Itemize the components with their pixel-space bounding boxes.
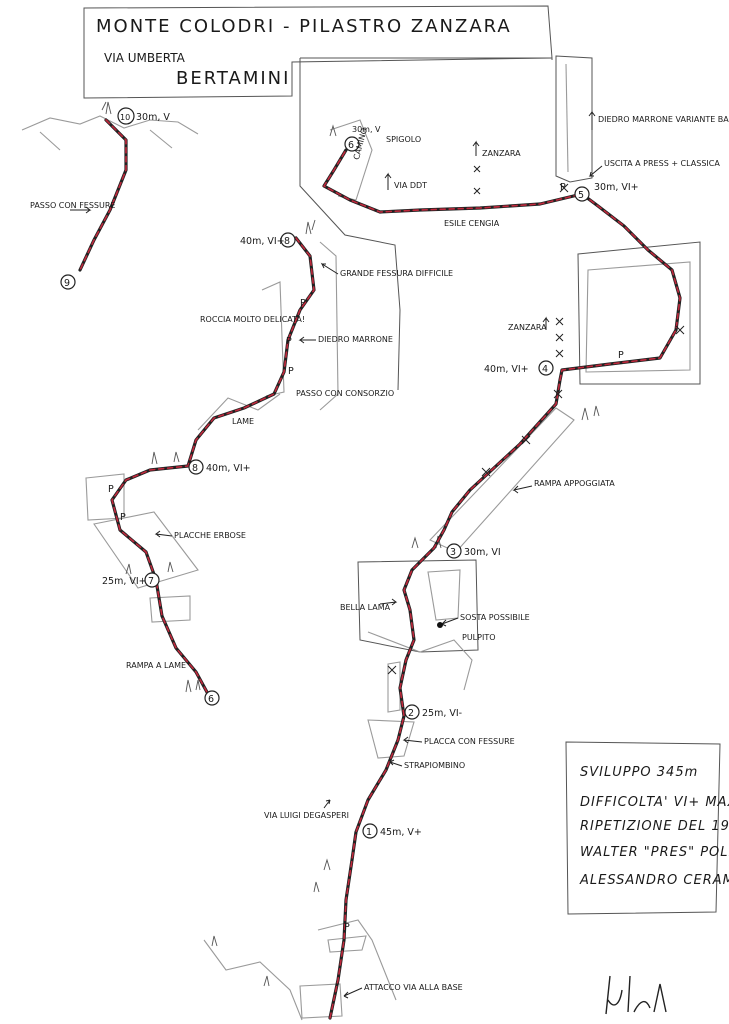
- belay-2: 2 25m, VI-: [404, 704, 462, 720]
- belay-spec: 25m, VI-: [422, 708, 462, 719]
- label-bella-lama: BELLA LAMA: [340, 603, 391, 612]
- label-pulpito: PULPITO: [462, 633, 496, 642]
- piton-p: P: [344, 922, 350, 933]
- belay-number: 1: [366, 827, 372, 838]
- title-line2: VIA UMBERTA: [104, 51, 186, 65]
- belay-number: 8: [284, 236, 290, 247]
- belay-7: 7 25m, VI+: [102, 572, 160, 588]
- belay-6: 6 30m, V: [344, 125, 381, 152]
- label-uscita: USCITA A PRESS + CLASSICA: [604, 159, 720, 168]
- belay-number: 7: [148, 576, 154, 587]
- signature: [605, 975, 667, 1015]
- label-esile-cengia: ESILE CENGIA: [444, 219, 500, 228]
- belay-number: 10: [120, 113, 130, 122]
- piton-p: P: [560, 182, 566, 193]
- belay-10: 10 30m, V: [117, 107, 170, 125]
- belay-spec: 30m, V: [136, 112, 170, 123]
- belay-number: 4: [542, 364, 548, 375]
- belay-spec: 30m, V: [352, 125, 381, 134]
- title-block: MONTE COLODRI - PILASTRO ZANZARA VIA UMB…: [83, 5, 553, 99]
- route-line: [78, 118, 682, 1020]
- label-spigolo: SPIGOLO: [386, 135, 421, 144]
- piton-p: P: [288, 366, 294, 377]
- label-grande-fessura: GRANDE FESSURA DIFFICILE: [340, 269, 453, 278]
- label-diedro-marrone: DIEDRO MARRONE: [318, 335, 393, 344]
- label-rampa-appoggiata: RAMPA APPOGGIATA: [534, 479, 615, 488]
- label-passo-consorzio: PASSO CON CONSORZIO: [296, 389, 394, 398]
- belay-spec: 30m, VI: [464, 547, 501, 558]
- info-difficolta: DIFFICOLTA' VI+ MAX: [580, 795, 729, 810]
- label-attacco: ATTACCO VIA ALLA BASE: [364, 983, 463, 992]
- bolt-markers: [387, 165, 685, 675]
- belay-spec: 40m, VI+: [206, 463, 251, 474]
- label-strapiombino: STRAPIOMBINO: [404, 761, 465, 770]
- belay-spec: 45m, V+: [380, 827, 422, 838]
- piton-markers: P P P P P P P P: [108, 182, 624, 933]
- belay-spec: 30m, VI+: [594, 182, 639, 193]
- info-ripetizione: RIPETIZIONE DEL 19/02/17: [580, 819, 729, 834]
- belay-spec: 25m, VI+: [102, 576, 147, 587]
- label-placca-fessure: PLACCA CON FESSURE: [424, 737, 515, 746]
- annotations: PASSO CON FESSURE GRANDE FESSURA DIFFICI…: [30, 110, 729, 999]
- end-marker-6: 6: [208, 694, 214, 705]
- label-roccia-delicata: ROCCIA MOLTO DELICATA!: [200, 315, 305, 324]
- label-sosta-possibile: SOSTA POSSIBILE: [460, 613, 530, 622]
- shrubs: [101, 101, 600, 987]
- info-alessandro: ALESSANDRO CERAMI: [579, 873, 729, 888]
- piton-p: P: [618, 350, 624, 361]
- piton-p: P: [286, 336, 292, 347]
- title-line1: MONTE COLODRI - PILASTRO ZANZARA: [96, 16, 512, 37]
- belay-number: 8: [192, 463, 198, 474]
- belay-number: 2: [408, 708, 414, 719]
- end-marker-9: 9: [64, 278, 70, 289]
- info-sviluppo: SVILUPPO 345m: [580, 765, 698, 780]
- belay-number: 3: [450, 547, 456, 558]
- belay-4: 4 40m, VI+: [484, 360, 554, 376]
- piton-p: P: [120, 512, 126, 523]
- label-rampa-a-lame: RAMPA A LAME: [126, 661, 186, 670]
- label-diedro-variante: DIEDRO MARRONE VARIANTE BARBARA: [598, 115, 729, 124]
- belay-spec: 40m, VI+: [240, 236, 285, 247]
- label-zanzara-top: ZANZARA: [482, 149, 521, 158]
- label-lame: LAME: [232, 417, 254, 426]
- route-info-box: SVILUPPO 345m DIFFICOLTA' VI+ MAX RIPETI…: [579, 765, 729, 888]
- label-passo-fessure: PASSO CON FESSURE: [30, 201, 115, 210]
- title-line3: BERTAMINI: [176, 68, 290, 89]
- label-via-luigi: VIA LUIGI DEGASPERI: [264, 811, 349, 820]
- belay-8: 8 40m, VI+: [188, 459, 251, 475]
- belay-number: 5: [578, 190, 584, 201]
- piton-p: P: [300, 298, 306, 309]
- belay-1: 1 45m, V+: [362, 823, 422, 839]
- belay-9: 8 40m, VI+: [240, 232, 296, 248]
- info-walter: WALTER "PRES" POLIDORI: [580, 845, 729, 860]
- label-zanzara-mid: ZANZARA: [508, 323, 547, 332]
- end-markers: 6 9: [60, 274, 220, 706]
- belay-5: 5 30m, VI+: [574, 182, 639, 202]
- piton-p: P: [108, 484, 114, 495]
- label-placche-erbose: PLACCHE ERBOSE: [174, 531, 246, 540]
- label-via-ddt: VIA DDT: [394, 181, 427, 190]
- belay-number: 6: [348, 140, 354, 151]
- belay-3: 3 30m, VI: [446, 543, 501, 559]
- belay-spec: 40m, VI+: [484, 364, 529, 375]
